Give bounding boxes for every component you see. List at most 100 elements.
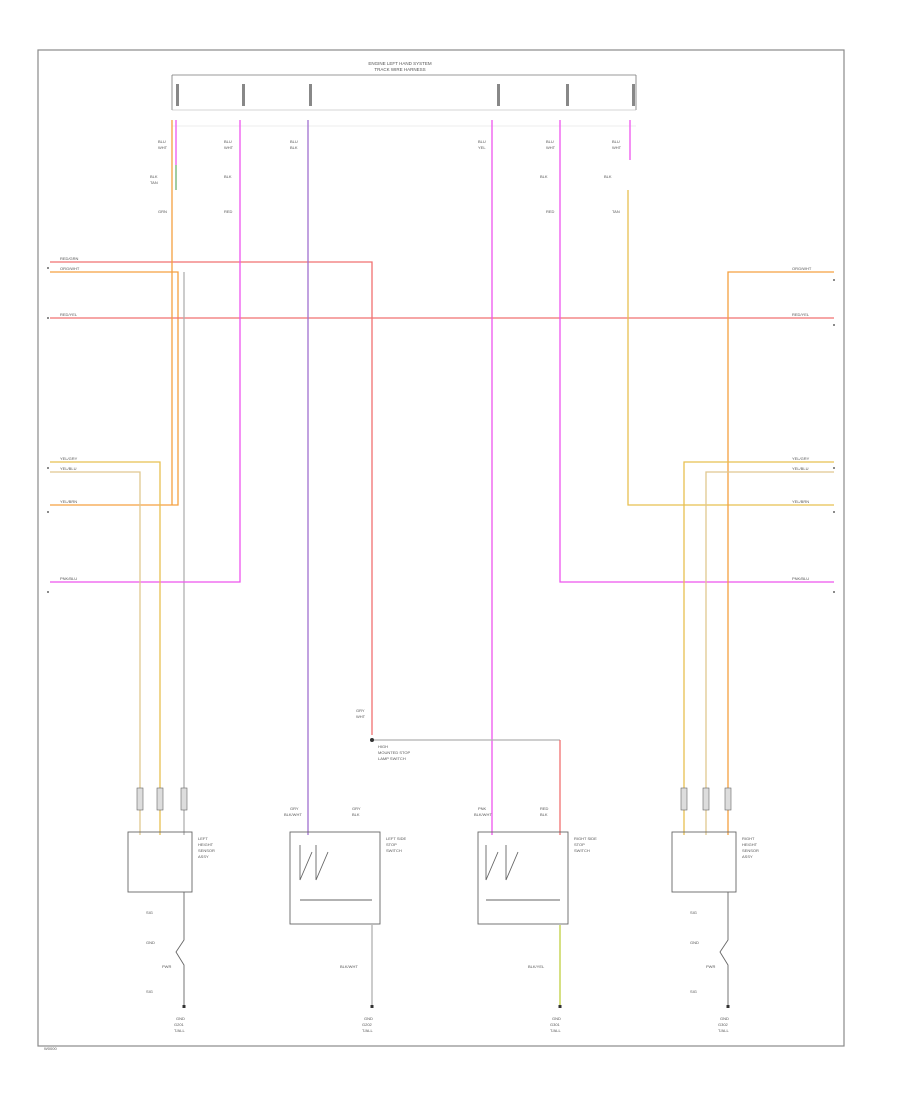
wire-yel-blu-right — [705, 471, 834, 835]
ground-1-line-0: GND — [176, 1016, 185, 1021]
splice-dot — [370, 738, 374, 742]
c1-label-0: BLU — [158, 139, 166, 144]
c5-label-0: BLU — [546, 139, 554, 144]
right-edge-labels: ORG/WHT RED/YEL YEL/GRY YEL/BLU YEL/BRN … — [792, 266, 835, 593]
left-sensor-name-2: SENSOR — [198, 848, 215, 853]
wire-yel-blu-left — [50, 471, 141, 835]
left-sensor-internal — [175, 892, 185, 1005]
c5-label-1: WHT — [546, 145, 556, 150]
c5-label-3: RED — [546, 209, 555, 214]
c6-label-2: BLK — [604, 174, 612, 179]
right-sensor-pin-3: SIG — [690, 989, 697, 994]
conn-left-sensor-1 — [136, 787, 144, 811]
left-sensor-name-0: LEFT — [198, 836, 208, 841]
c4-label-0: BLU — [478, 139, 486, 144]
c3-label-1: BLK — [290, 145, 298, 150]
left-switch-contact-1 — [299, 845, 313, 881]
c1-label-4: GRN — [158, 209, 167, 214]
right-sensor-name-0: RIGHT — [742, 836, 755, 841]
c6-label-3: TAN — [612, 209, 620, 214]
left-sensor-pin-2: PWR — [162, 964, 171, 969]
left-arrow-4 — [47, 511, 49, 513]
right-switch-name-1: STOP — [574, 842, 585, 847]
splice-note-3: LAMP SWITCH — [378, 756, 406, 761]
c2-label-0: BLU — [224, 139, 232, 144]
component-connectors — [136, 787, 732, 811]
header-subtitle: TRACK WIRE HARNESS — [374, 67, 425, 72]
c1-label-1: WHT — [158, 145, 168, 150]
right-edge-label-4: YEL/BRN — [792, 499, 809, 504]
splice-note-2: MOUNTED STOP — [378, 750, 410, 755]
right-arrow-1 — [833, 279, 835, 281]
left-switch-name-2: SWITCH — [386, 848, 402, 853]
right-edge-label-2: YEL/GRY — [792, 456, 810, 461]
left-sensor-name-1: HEIGHT — [198, 842, 214, 847]
splice-top-label: GRY — [356, 708, 365, 713]
top-wire-labels: BLU WHT BLK TAN GRN BLU WHT BLK RED BLU … — [150, 139, 622, 214]
ground-2-line-2: T/ALL — [362, 1028, 373, 1033]
left-switch-top-label-2: GRY — [352, 806, 361, 811]
right-switch-top-label-3: BLK — [540, 812, 548, 817]
c3-label-0: BLU — [290, 139, 298, 144]
wire-red-grn — [50, 261, 373, 735]
right-edge-label-3: YEL/BLU — [792, 466, 809, 471]
right-switch-name-0: RIGHT SIDE — [574, 836, 597, 841]
left-switch-name-0: LEFT SIDE — [386, 836, 406, 841]
left-arrow-2 — [47, 317, 49, 319]
right-arrow-3 — [833, 467, 835, 469]
left-arrow-3 — [47, 467, 49, 469]
conn-right-sensor-3 — [724, 787, 732, 811]
left-arrow-1 — [47, 267, 49, 269]
left-sensor-pin-1: GND — [146, 940, 155, 945]
c2-label-2: BLK — [224, 174, 232, 179]
right-arrow-4 — [833, 511, 835, 513]
right-stop-switch: PNK BLK/WHT RED BLK RIGHT SIDE STOP SWIT… — [474, 806, 597, 1008]
right-sensor-name-3: ASSY — [742, 854, 753, 859]
left-switch-bottom-label: BLK/WHT — [340, 964, 358, 969]
splice-mid-label: WHT — [356, 714, 366, 719]
left-edge-label-6: PNK/BLU — [60, 576, 77, 581]
right-switch-top-label-1: BLK/WHT — [474, 812, 492, 817]
right-height-sensor: RIGHT HEIGHT SENSOR ASSY SIG GND PWR SIG — [671, 831, 759, 1008]
right-sensor-internal — [719, 892, 729, 1005]
ground-2-line-1: G202 — [362, 1022, 373, 1027]
left-sensor-name-3: ASSY — [198, 854, 209, 859]
c2-label-3: RED — [224, 209, 233, 214]
c2-label-1: WHT — [224, 145, 234, 150]
right-switch-top-label-2: RED — [540, 806, 549, 811]
ground-1-line-2: T/ALL — [174, 1028, 185, 1033]
conn-left-sensor-2 — [156, 787, 164, 811]
left-edge-label-2: RED/YEL — [60, 312, 78, 317]
wires — [50, 120, 834, 1005]
left-switch-top-label-3: BLK — [352, 812, 360, 817]
c1-label-3: TAN — [150, 180, 158, 185]
right-edge-label-0: ORG/WHT — [792, 266, 812, 271]
diagram-frame — [37, 49, 845, 1047]
conn-right-sensor-2 — [702, 787, 710, 811]
footer-code: W0000 — [44, 1046, 57, 1051]
ground-3-line-1: G301 — [550, 1022, 561, 1027]
left-switch-top-label-1: BLK/WHT — [284, 812, 302, 817]
ground-3-line-0: GND — [552, 1016, 561, 1021]
wire-c5-pink — [559, 120, 834, 583]
ground-3-line-2: T/ALL — [550, 1028, 561, 1033]
left-switch-name-1: STOP — [386, 842, 397, 847]
right-arrow-5 — [833, 591, 835, 593]
right-switch-contact-1 — [485, 845, 499, 881]
wire-org-wht-left — [50, 271, 179, 506]
left-switch-contact-2 — [315, 845, 329, 881]
right-edge-label-1: RED/YEL — [792, 312, 810, 317]
right-sensor-pin-2: PWR — [706, 964, 715, 969]
right-sensor-name-2: SENSOR — [742, 848, 759, 853]
left-arrow-5 — [47, 591, 49, 593]
c5-label-2: BLK — [540, 174, 548, 179]
left-edge-label-3: YEL/GRY — [60, 456, 78, 461]
left-switch-top-label-0: GRY — [290, 806, 299, 811]
left-edge-labels: RED/GRN ORG/WHT RED/YEL YEL/GRY YEL/BLU … — [47, 256, 80, 593]
splice-note-1: HIGH — [378, 744, 388, 749]
left-sensor-pin-0: SIG — [146, 910, 153, 915]
left-edge-label-0: RED/GRN — [60, 256, 79, 261]
right-sensor-pin-0: SIG — [690, 910, 697, 915]
left-sensor-pin-3: SIG — [146, 989, 153, 994]
